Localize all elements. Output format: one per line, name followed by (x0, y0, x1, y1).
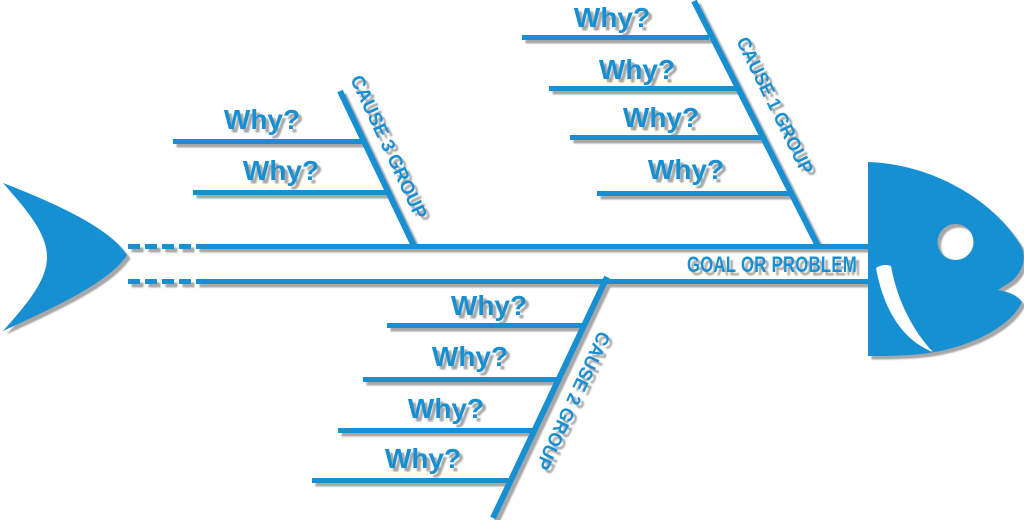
cause1-why-line-2 (549, 86, 737, 91)
cause1-branch-line (691, 0, 821, 248)
cause2-why-label-4: Why? (385, 443, 461, 474)
cause3-why-label-1: Why? (224, 104, 300, 135)
spine-upper-line (205, 244, 868, 249)
fish-head (868, 162, 1024, 356)
cause2-branch-line (490, 275, 610, 520)
cause3-branch-line (337, 89, 417, 248)
cause1-why-label-4: Why? (648, 154, 724, 185)
fish-gill-slit (876, 264, 933, 352)
cause1-why-label-1: Why? (574, 2, 650, 33)
cause2-why-label-3: Why? (408, 393, 484, 424)
cause3-why-line-1 (173, 139, 365, 144)
cause2-why-label-1: Why? (451, 290, 527, 321)
fish-tail-fin (3, 183, 127, 331)
cause2-why-label-2: Why? (432, 341, 508, 372)
cause1-why-line-1 (522, 35, 709, 40)
cause1-why-line-3 (570, 135, 762, 140)
spine-lower-line (205, 279, 868, 284)
cause1-why-label-2: Why? (599, 54, 675, 85)
cause3-why-line-2 (193, 190, 389, 195)
cause3-why-label-2: Why? (243, 155, 319, 186)
cause2-why-line-2 (363, 377, 557, 382)
cause2-why-line-3 (338, 428, 532, 433)
cause1-why-line-4 (597, 191, 790, 196)
cause2-why-line-1 (387, 323, 583, 328)
spine-goal-label: GOAL OR PROBLEM (687, 252, 857, 277)
cause2-why-line-4 (312, 478, 508, 483)
cause3-group-label: CAUSE 3 GROUP (345, 72, 430, 223)
cause1-why-label-3: Why? (623, 102, 699, 133)
